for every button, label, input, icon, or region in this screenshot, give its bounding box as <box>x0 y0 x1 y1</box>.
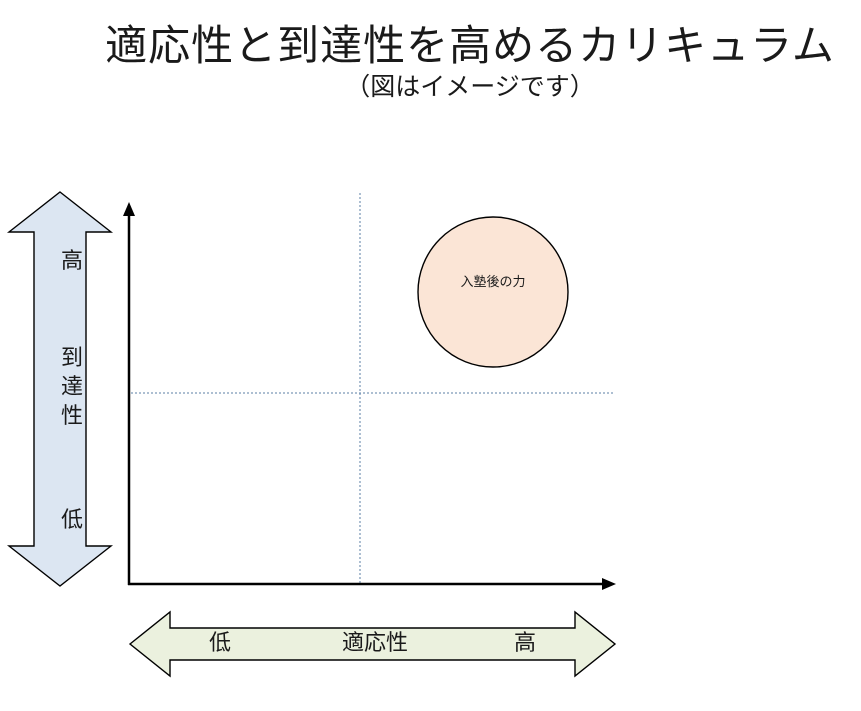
horizontal-double-arrow <box>128 610 617 678</box>
horizontal-axis-name: 適応性 <box>341 631 408 656</box>
bubble-label: 入塾後の力 <box>460 275 526 290</box>
horizontal-low-label: 低 <box>208 631 231 656</box>
vertical-low-label: 低 <box>60 508 83 533</box>
horizontal-high-label: 高 <box>513 631 536 656</box>
x-axis-arrowhead <box>602 578 616 590</box>
vertical-axis-name-char-3: 性 <box>60 404 83 429</box>
y-axis-arrowhead <box>123 202 135 216</box>
page-subtitle: （図はイメージです） <box>345 72 595 101</box>
page-title: 適応性と到達性を高めるカリキュラム <box>105 21 835 70</box>
vertical-double-arrow <box>6 191 114 587</box>
vertical-axis-name-char-1: 到 <box>60 346 83 371</box>
vertical-high-label: 高 <box>60 249 83 274</box>
vertical-axis-name-char-2: 達 <box>60 375 83 400</box>
bubble-circle <box>417 216 569 368</box>
